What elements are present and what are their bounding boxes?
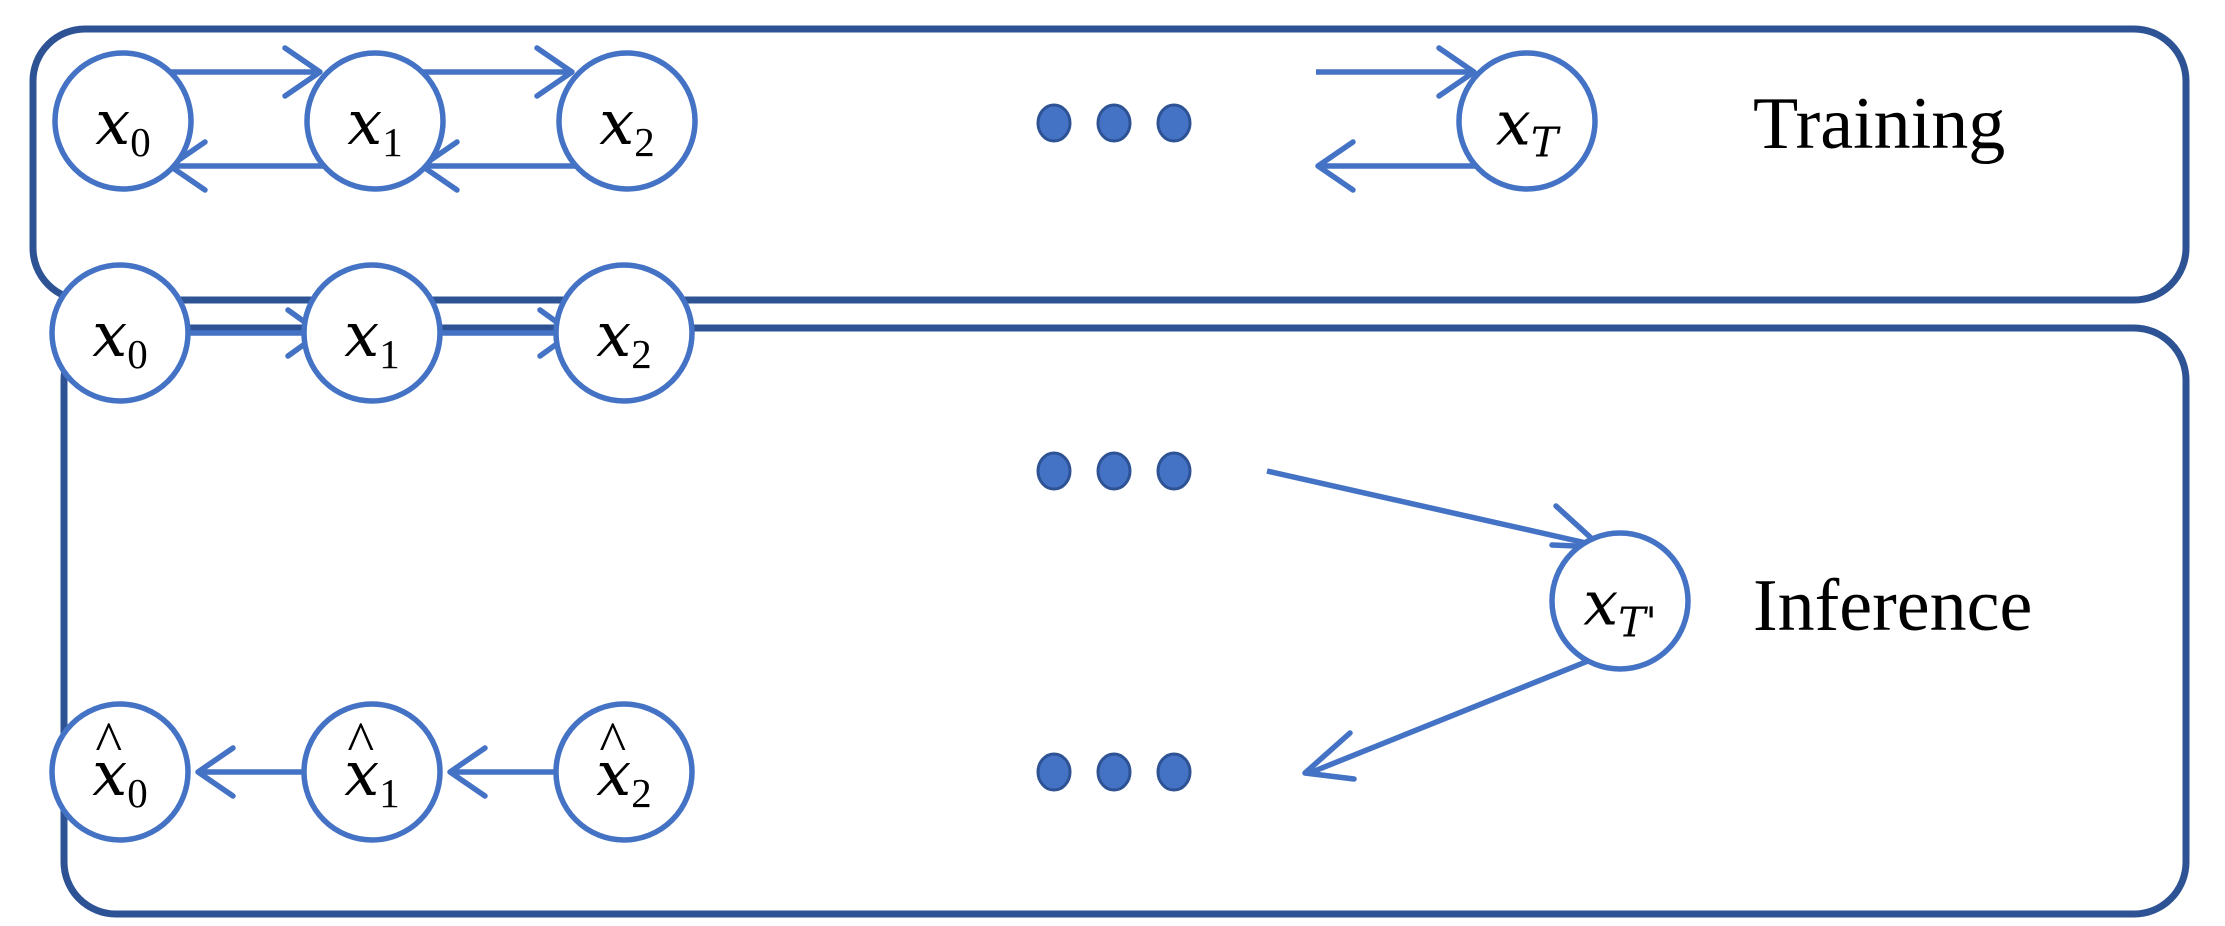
node-circle-xhat2 <box>553 701 695 843</box>
training-ellipsis-dots <box>1036 103 1192 143</box>
inference-panel-border <box>60 324 2190 918</box>
node-circle-x2-training <box>556 50 698 192</box>
ellipsis-dot-2 <box>1096 752 1132 792</box>
edge-ellipsis-to-xTprime <box>1266 468 1596 548</box>
node-circle-x1-inference <box>301 262 443 404</box>
training-backward-edges <box>167 139 1478 193</box>
node-circle-xhat0 <box>49 701 191 843</box>
training-caption: Training <box>1753 83 2006 165</box>
ellipsis-dot-3 <box>1156 103 1192 143</box>
inference-top-ellipsis-dots <box>1036 451 1192 491</box>
node-circle-xhat1 <box>301 701 443 843</box>
node-circle-x1-training <box>304 50 446 192</box>
ellipsis-dot-2 <box>1096 103 1132 143</box>
ellipsis-dot-3 <box>1156 752 1192 792</box>
node-circle-x0-inference <box>49 262 191 404</box>
ellipsis-dot-1 <box>1036 752 1072 792</box>
training-forward-edges <box>160 45 1477 99</box>
training-panel-border <box>29 25 2190 304</box>
inference-diagonal-edge-from-xTprime <box>1302 654 1600 782</box>
arrowhead-to-xT <box>1436 45 1477 99</box>
arrowhead-x1-to-x2 <box>534 45 575 99</box>
arrowhead-xhat1-to-xhat0 <box>195 745 236 799</box>
inference-caption: Inference <box>1753 565 2033 647</box>
node-circle-xTprime <box>1549 530 1691 672</box>
ellipsis-dot-2 <box>1096 451 1132 491</box>
ellipsis-dot-3 <box>1156 451 1192 491</box>
ellipsis-dot-1 <box>1036 451 1072 491</box>
inference-bottom-ellipsis-dots <box>1036 752 1192 792</box>
node-circle-x0-training <box>52 50 194 192</box>
node-circle-xT-training <box>1456 50 1598 192</box>
arrowhead-xhat2-to-xhat1 <box>447 745 488 799</box>
arrowhead-from-xTprime <box>1302 730 1357 782</box>
ellipsis-dot-1 <box>1036 103 1072 143</box>
arrowhead-xT-backward <box>1315 139 1356 193</box>
edge-xTprime-to-ellipsis <box>1310 654 1600 775</box>
node-circle-x2-inference <box>553 262 695 404</box>
inference-diagonal-edge-to-xTprime <box>1266 468 1604 550</box>
arrowhead-x0-to-x1 <box>282 45 323 99</box>
